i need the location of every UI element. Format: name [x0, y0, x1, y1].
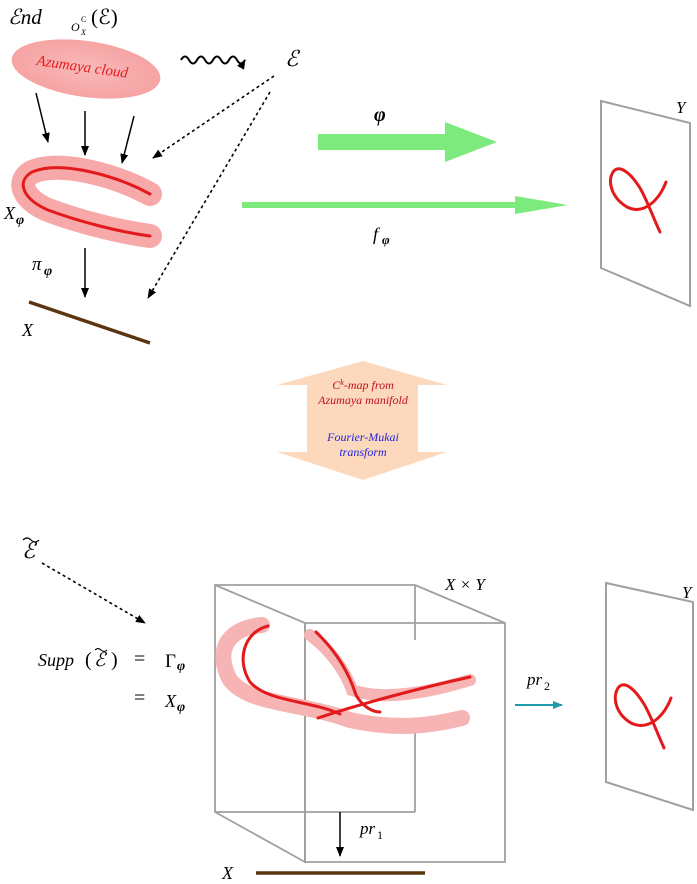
dotted-arrow-to-xphi — [152, 75, 275, 159]
phi-map-arrow — [318, 122, 497, 162]
graph-halo-upper — [304, 629, 476, 702]
svg-text:Supp: Supp — [38, 650, 74, 670]
cloud-arrow-1 — [35, 92, 50, 143]
y-curve-bottom — [613, 683, 673, 750]
svg-text:Ck-map from: Ck-map from — [332, 378, 394, 393]
svg-text:ℰ: ℰ — [22, 538, 38, 563]
svg-text:): ) — [111, 649, 118, 671]
product-cube — [214, 583, 506, 864]
x-phi-curve — [21, 166, 152, 238]
ck-map-text: Ck-map from Azumaya manifold — [317, 378, 409, 408]
wavy-arrow — [180, 55, 246, 70]
base-x-bottom-label: X — [221, 863, 234, 883]
equals-2: = — [134, 687, 145, 709]
svg-text:Fourier-Mukai: Fourier-Mukai — [326, 430, 399, 444]
svg-text:(ℰ): (ℰ) — [91, 5, 118, 29]
svg-text:f: f — [373, 224, 381, 244]
svg-text:Azumaya manifold: Azumaya manifold — [317, 393, 409, 407]
azumaya-cloud — [11, 39, 161, 99]
support-label: Supp ( ℰ ) — [38, 647, 118, 671]
cloud-arrow-3 — [120, 115, 135, 164]
phi-map-label: φ — [374, 104, 386, 126]
svg-text:X: X — [3, 203, 16, 223]
svg-text:φ: φ — [382, 232, 390, 247]
pi-phi-label: π φ — [32, 254, 52, 279]
graph-halo — [215, 617, 470, 734]
graph-curve-cross — [314, 630, 382, 714]
gamma-phi-label: Γ φ — [165, 651, 185, 674]
y-curve-top — [609, 167, 668, 234]
svg-text:φ: φ — [44, 264, 52, 279]
pr1-label: pr 1 — [359, 819, 383, 842]
dotted-arrow-to-x — [147, 91, 271, 299]
pr2-label: pr 2 — [526, 670, 550, 693]
endomorphism-sheaf-label: ℰnd O X C (ℰ) — [8, 5, 118, 37]
svg-text:O: O — [71, 20, 80, 34]
f-phi-arrow — [242, 196, 568, 214]
svg-text:(: ( — [85, 649, 92, 671]
svg-text:pr: pr — [526, 670, 543, 689]
tilde-sheaf-label: ℰ — [22, 537, 40, 563]
svg-text:ℰ: ℰ — [94, 650, 108, 671]
fourier-mukai-text: Fourier-Mukai transform — [326, 430, 399, 459]
graph-curve — [241, 624, 342, 716]
svg-text:π: π — [32, 254, 42, 275]
svg-text:1: 1 — [377, 828, 383, 842]
product-label: X × Y — [444, 575, 486, 594]
dotted-arrow-to-support — [41, 562, 146, 624]
svg-text:Γ: Γ — [165, 651, 176, 672]
svg-text:X: X — [164, 691, 177, 711]
svg-text:φ: φ — [16, 213, 24, 228]
x-phi-label: X φ — [3, 203, 24, 228]
y-plane-bottom — [605, 581, 694, 812]
svg-text:X: X — [80, 28, 87, 37]
correspondence-double-arrow — [277, 361, 447, 480]
f-phi-label: f φ — [373, 224, 390, 247]
svg-text:φ: φ — [177, 700, 185, 715]
y-plane-bottom-label: Y — [682, 583, 693, 602]
equals-1: = — [134, 648, 145, 670]
base-x-label: X — [21, 320, 34, 340]
y-plane-top — [600, 99, 691, 308]
y-plane-top-label: Y — [676, 98, 687, 117]
svg-text:C: C — [81, 15, 86, 24]
svg-text:φ: φ — [177, 659, 185, 674]
svg-text:transform: transform — [339, 445, 387, 459]
x-phi-halo — [11, 155, 162, 248]
x-phi-bottom-label: X φ — [164, 691, 185, 715]
graph-curve-tail — [316, 675, 472, 720]
svg-text:ℰnd: ℰnd — [8, 5, 42, 29]
svg-text:2: 2 — [544, 679, 550, 693]
svg-text:pr: pr — [359, 819, 376, 838]
base-x-line — [28, 300, 151, 345]
sheaf-e-label: ℰ — [285, 46, 301, 71]
